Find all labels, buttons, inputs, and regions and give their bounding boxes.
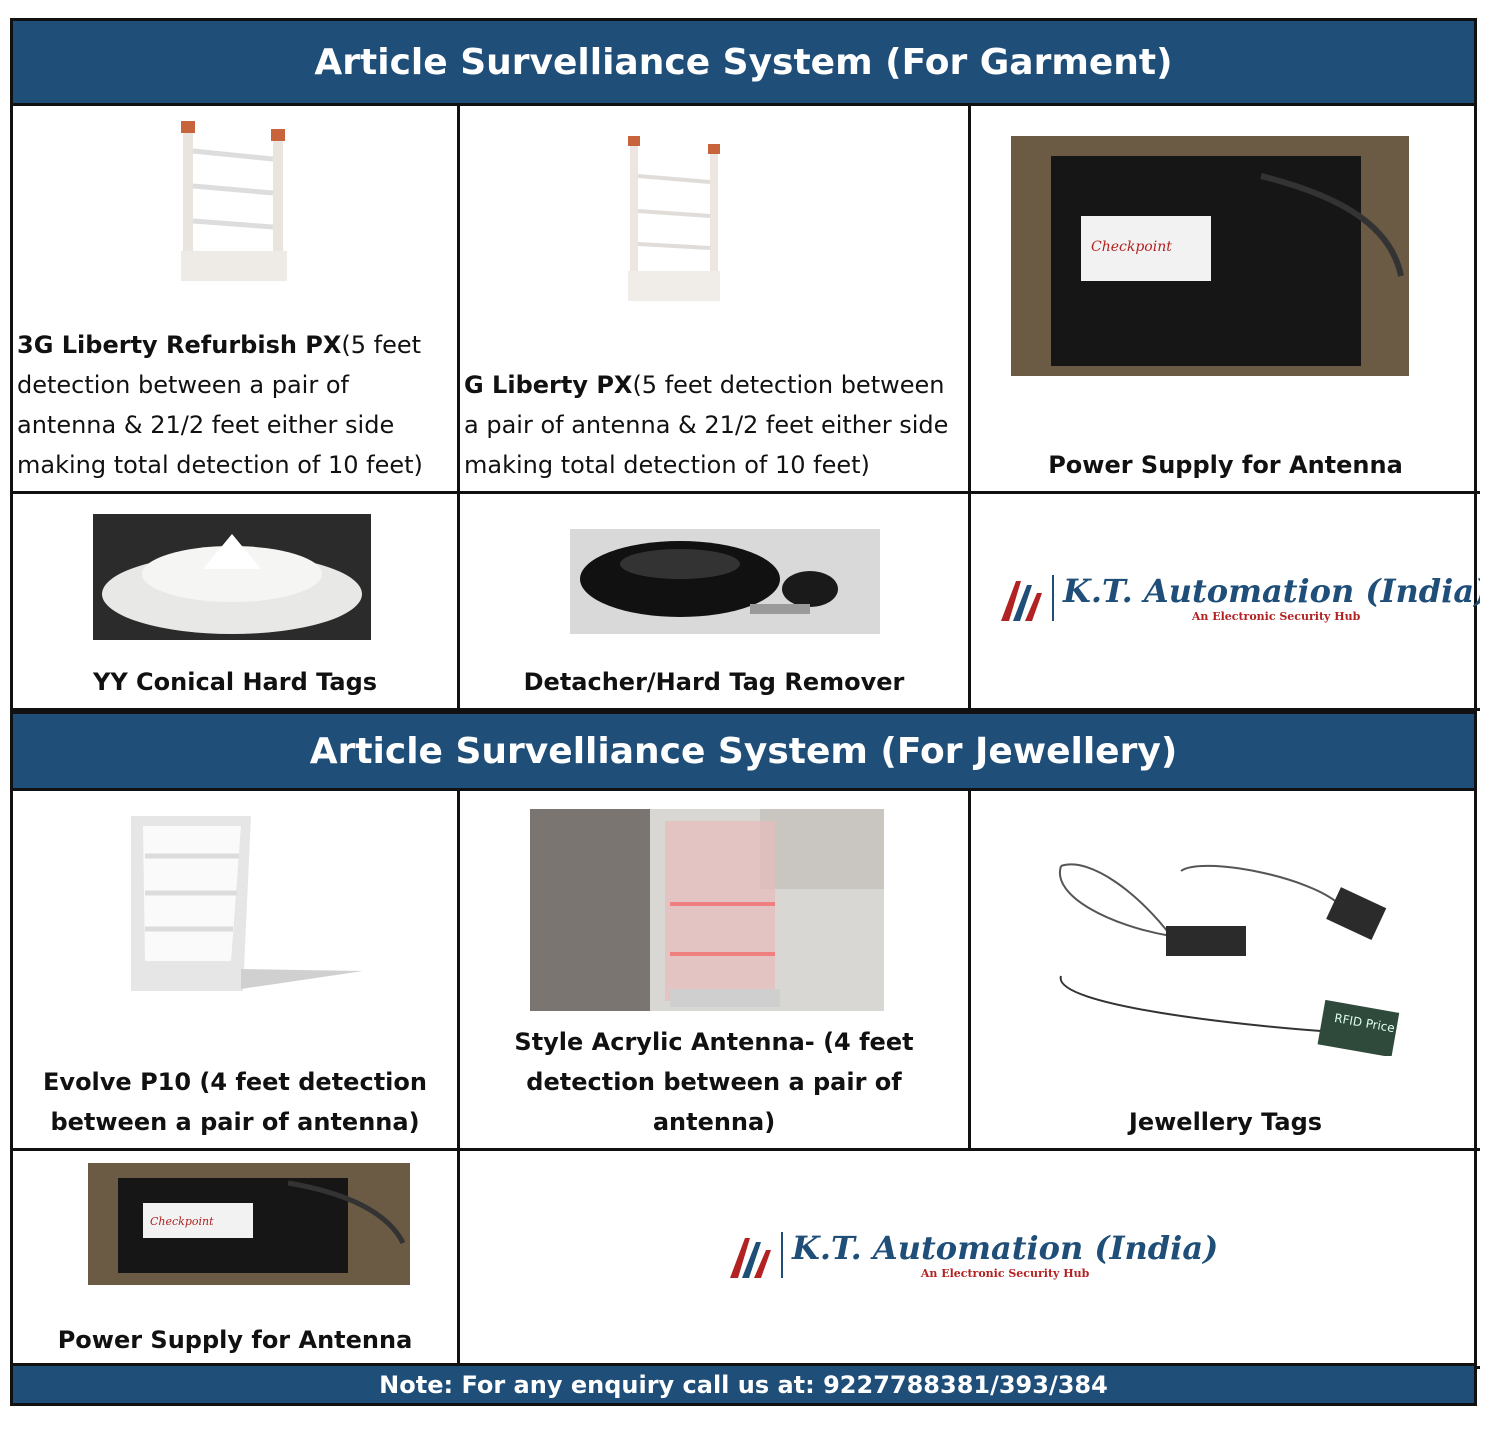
logo-cell: K.T. Automation (India) An Electronic Se… — [971, 494, 1480, 711]
product-caption: 3G Liberty Refurbish PX(5 feet detection… — [17, 331, 423, 479]
brochure-sheet: Article Survelliance System (For Garment… — [10, 18, 1480, 1406]
jewellery-section-title: Article Survelliance System (For Jewelle… — [13, 711, 1474, 791]
company-logo: K.T. Automation (India) An Electronic Se… — [991, 572, 1480, 623]
product-caption: Power Supply for Antenna — [57, 1326, 413, 1354]
product-cell-acrylic-antenna: Style Acrylic Antenna- (4 feet detection… — [460, 791, 971, 1151]
product-caption: Jewellery Tags — [1128, 1108, 1323, 1136]
box-label: Checkpoint — [1091, 239, 1172, 255]
product-caption: Detacher/Hard Tag Remover — [523, 668, 905, 696]
product-cell-conical-tag: YY Conical Hard Tags — [13, 494, 460, 711]
power-supply-image: Checkpoint — [88, 1163, 410, 1285]
logo-mark-icon — [730, 1231, 783, 1278]
company-logo: K.T. Automation (India) An Electronic Se… — [720, 1229, 1218, 1280]
product-cell-power-supply-2: Checkpoint Power Supply for Antenna — [13, 1151, 460, 1369]
logo-name: K.T. Automation (India) — [1063, 572, 1480, 610]
conical-tag-image — [93, 514, 371, 640]
product-cell-g-liberty: G Liberty PX(5 feet detection between a … — [460, 106, 971, 494]
product-cell-evolve-p10: Evolve P10 (4 feet detection between a p… — [13, 791, 460, 1151]
logo-mark-icon — [1001, 574, 1054, 621]
product-caption: Power Supply for Antenna — [1048, 451, 1403, 479]
product-caption: Evolve P10 (4 feet detection between a p… — [43, 1068, 427, 1136]
power-supply-image: Checkpoint — [1011, 136, 1409, 376]
product-cell-power-supply: Checkpoint Power Supply for Antenna — [971, 106, 1480, 494]
logo-name: K.T. Automation (India) — [792, 1229, 1219, 1267]
antenna-gate-image — [181, 121, 287, 281]
logo-tagline: An Electronic Security Hub — [920, 1267, 1090, 1280]
antenna-gate-image — [628, 136, 720, 301]
product-cell-detacher: Detacher/Hard Tag Remover — [460, 494, 971, 711]
box-label: Checkpoint — [150, 1215, 214, 1228]
product-cell-3g-liberty: 3G Liberty Refurbish PX(5 feet detection… — [13, 106, 460, 494]
evolve-antenna-image — [131, 816, 363, 991]
product-caption: Style Acrylic Antenna- (4 feet detection… — [514, 1028, 914, 1136]
product-caption: YY Conical Hard Tags — [92, 668, 378, 696]
logo-cell-wide: K.T. Automation (India) An Electronic Se… — [460, 1151, 1480, 1369]
logo-tagline: An Electronic Security Hub — [1191, 610, 1361, 623]
acrylic-antenna-image — [530, 809, 884, 1011]
jewellery-tags-image: RFID Price Tag — [1058, 863, 1401, 1056]
detacher-image — [570, 529, 880, 634]
product-cell-jewellery-tags: RFID Price Tag Jewellery Tags — [971, 791, 1480, 1151]
enquiry-note: Note: For any enquiry call us at: 922778… — [13, 1363, 1474, 1403]
product-caption: G Liberty PX(5 feet detection between a … — [464, 371, 949, 479]
garment-section-title: Article Survelliance System (For Garment… — [13, 21, 1474, 106]
